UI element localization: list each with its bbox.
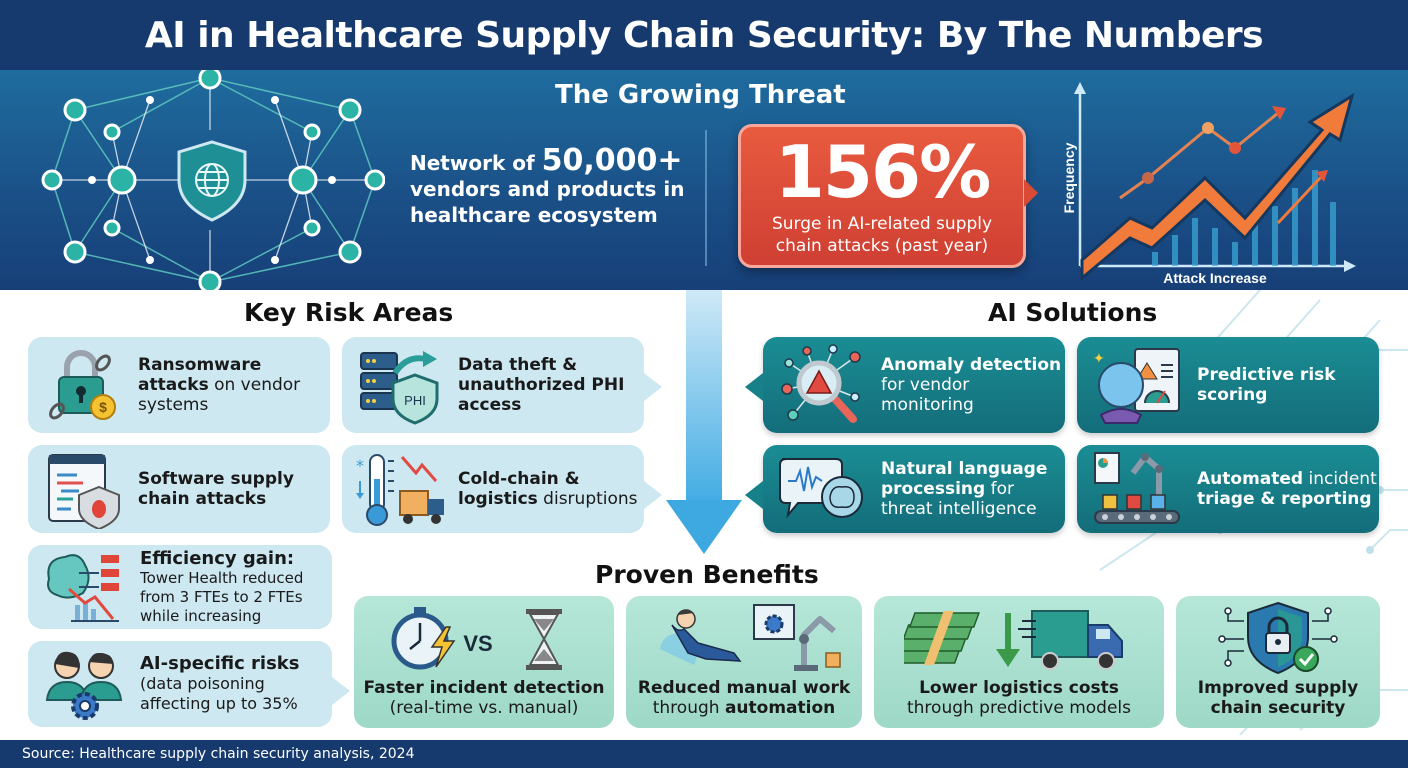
chart-y-label: Frequency <box>1061 142 1077 213</box>
solution-card-automated-triage: Automated incident triage & reporting <box>1077 445 1379 533</box>
solution-text: Natural language processing for threat i… <box>881 459 1048 519</box>
source-footer: Source: Healthcare supply chain security… <box>0 740 1408 768</box>
svg-text:*: * <box>356 456 364 475</box>
magnifier-alert-icon <box>763 343 881 427</box>
server-phi-shield-icon: PHI <box>342 345 458 425</box>
risk-card-efficiency-gain: Efficiency gain: Tower Health reduced fr… <box>28 545 332 629</box>
proven-benefits-title: Proven Benefits <box>595 560 819 589</box>
relaxed-person-robot-icon <box>626 596 862 678</box>
stopwatch-vs-hourglass-icon: VS <box>354 596 614 678</box>
svg-text:VS: VS <box>463 631 492 656</box>
shield-lock-check-icon <box>1176 596 1380 678</box>
robot-arm-conveyor-icon <box>1077 449 1197 529</box>
flow-arrow <box>686 290 722 502</box>
network-stat: Network of 50,000+ vendors and products … <box>410 146 700 228</box>
threat-section-title: The Growing Threat <box>555 80 846 110</box>
risk-text: Efficiency gain: Tower Health reduced fr… <box>140 547 304 625</box>
surge-description-line2: chain attacks (past year) <box>775 236 989 256</box>
network-stat-prefix: Network of <box>410 151 542 175</box>
surge-percentage: 156% <box>774 130 991 214</box>
risk-text: Cold-chain & logistics disruptions <box>458 469 638 509</box>
risk-text: Software supply chain attacks <box>138 469 294 509</box>
benefit-card-faster-detection: VS Faster incident detection(real-time v… <box>354 596 614 728</box>
flow-arrow-head <box>666 500 742 554</box>
solution-text: Anomaly detection for vendor monitoring <box>881 355 1062 415</box>
growing-threat-panel: The Growing Threat Network of 50,000+ ve… <box>0 70 1408 290</box>
risk-card-software-supply-chain: Software supply chain attacks <box>28 445 330 533</box>
risk-text: Data theft & unauthorized PHI access <box>458 355 625 415</box>
title-bar: AI in Healthcare Supply Chain Security: … <box>0 0 1408 70</box>
svg-text:PHI: PHI <box>404 393 426 408</box>
money-down-truck-icon <box>874 596 1164 678</box>
network-shield-globe-icon <box>41 70 385 290</box>
solution-text: Predictive risk scoring <box>1197 365 1336 405</box>
network-stat-line2: vendors and products in <box>410 177 685 201</box>
crystal-ball-dashboard-icon: ✦ <box>1077 343 1197 427</box>
svg-text:$: $ <box>99 399 107 415</box>
page-title: AI in Healthcare Supply Chain Security: … <box>144 14 1264 56</box>
svg-text:✦: ✦ <box>1093 351 1105 367</box>
solution-card-anomaly-detection: Anomaly detection for vendor monitoring <box>745 337 1065 433</box>
padlock-chain-icon: $ <box>28 345 138 425</box>
risk-areas-title: Key Risk Areas <box>244 298 454 327</box>
risk-card-data-theft: PHI Data theft & unauthorized PHI access <box>342 337 662 433</box>
risk-text: AI-specific risks (data poisoning affect… <box>140 653 300 713</box>
code-bug-shield-icon <box>28 449 138 529</box>
brain-chart-icon <box>28 549 140 625</box>
people-gear-icon <box>28 646 140 722</box>
divider <box>705 130 707 266</box>
risk-text: Ransomware attacks on vendor systems <box>138 355 301 415</box>
chart-x-label: Attack Increase <box>1163 270 1267 284</box>
surge-description-line1: Surge in AI-related supply <box>771 214 993 234</box>
network-stat-line3: healthcare ecosystem <box>410 203 658 227</box>
attack-trend-chart: Frequency Attack Increase <box>1061 82 1356 284</box>
solution-card-predictive-risk: ✦ Predictive risk scoring <box>1077 337 1379 433</box>
ai-solutions-title: AI Solutions <box>988 298 1158 327</box>
risk-card-ransomware: $ Ransomware attacks on vendor systems <box>28 337 330 433</box>
network-stat-value: 50,000+ <box>541 143 683 178</box>
benefit-text: Faster incident detection(real-time vs. … <box>363 678 605 718</box>
speech-brain-icon <box>763 449 881 529</box>
solution-text: Automated incident triage & reporting <box>1197 469 1377 509</box>
risk-card-ai-specific: AI-specific risks (data poisoning affect… <box>28 641 350 727</box>
surge-stat-callout: 156% Surge in AI-related supply chain at… <box>738 124 1038 268</box>
thermometer-truck-icon: * <box>342 449 458 529</box>
risk-card-cold-chain: * Cold-chain & logistics disruptions <box>342 445 662 533</box>
solution-card-nlp: Natural language processing for threat i… <box>745 445 1065 533</box>
